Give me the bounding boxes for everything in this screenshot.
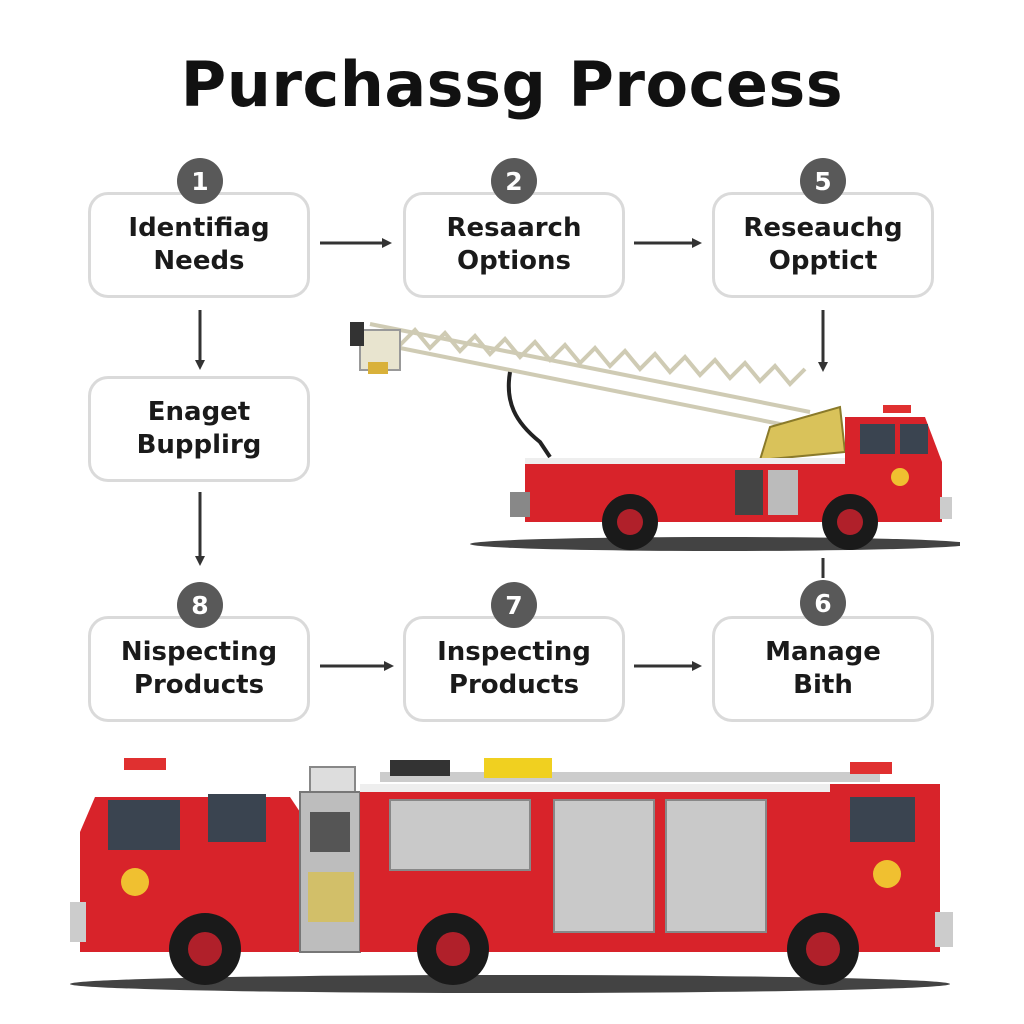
step-label: Manage Bith xyxy=(765,637,881,700)
fire-ladder-truck-icon xyxy=(350,322,960,551)
step-badge: 8 xyxy=(177,582,223,628)
step-card-6: Manage Bith xyxy=(712,616,934,722)
step-label: Enaget Bupplirg xyxy=(136,397,262,460)
step-label: Nispecting Products xyxy=(120,637,278,700)
step-card-8: Nispecting Products xyxy=(88,616,310,722)
step-card-2: Resaarch Options xyxy=(403,192,625,298)
step-badge: 7 xyxy=(491,582,537,628)
fire-pumper-truck-icon xyxy=(70,758,953,993)
step-badge: 2 xyxy=(491,158,537,204)
step-card-5: Reseauchg Opptict xyxy=(712,192,934,298)
step-badge: 5 xyxy=(800,158,846,204)
step-card-engage: Enaget Bupplirg xyxy=(88,376,310,482)
step-card-7: Inspecting Products xyxy=(403,616,625,722)
step-card-1: Identifiag Needs xyxy=(88,192,310,298)
step-badge: 1 xyxy=(177,158,223,204)
page-title: Purchassg Process xyxy=(180,48,844,121)
step-label: Identifiag Needs xyxy=(128,213,270,276)
step-label: Resaarch Options xyxy=(446,213,582,276)
step-badge: 6 xyxy=(800,580,846,626)
step-label: Reseauchg Opptict xyxy=(743,213,903,276)
step-label: Inspecting Products xyxy=(437,637,591,700)
